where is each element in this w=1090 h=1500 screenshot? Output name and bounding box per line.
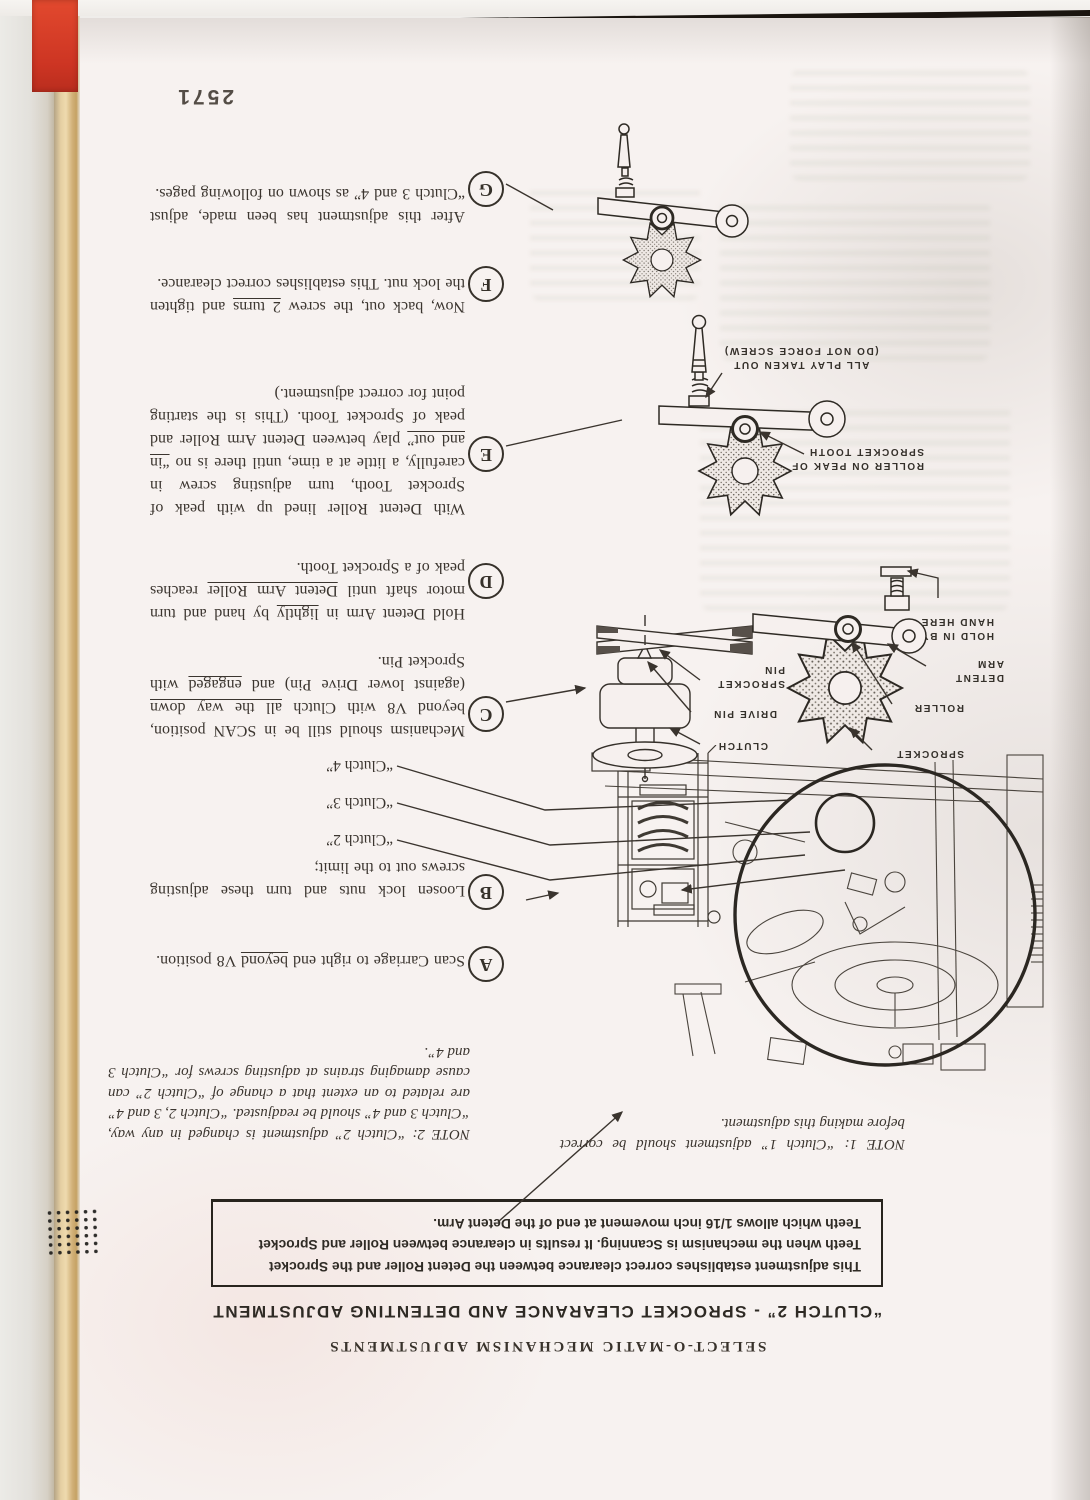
detent-arm-sprocket-diagram xyxy=(752,566,927,744)
lock-nut-diagram xyxy=(597,123,749,298)
scan-left-margin xyxy=(0,0,54,1500)
callout-leader-lines xyxy=(396,183,939,1223)
scan-top-band xyxy=(0,0,1090,16)
red-index-tab xyxy=(32,0,78,92)
book-page-edge xyxy=(54,0,80,1500)
adjusting-screw-diagram xyxy=(658,314,846,516)
mechanism-overview-illustration xyxy=(596,754,1044,1071)
manual-page: SELECT-O-MATIC MECHANISM ADJUSTMENTS “CL… xyxy=(80,18,1090,1500)
halftone-dot-block xyxy=(47,1209,99,1255)
page-content-rotated: SELECT-O-MATIC MECHANISM ADJUSTMENTS “CL… xyxy=(80,18,1090,1500)
clutch-shaft-diagram xyxy=(592,615,753,783)
